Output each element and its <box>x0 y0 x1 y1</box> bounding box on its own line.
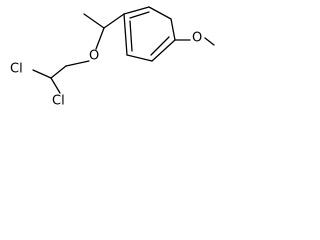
ring-bond-2 <box>148 6 172 20</box>
bond-benzylic-ring <box>103 13 125 29</box>
bond-oxygen-ch2 <box>65 60 90 67</box>
methoxy-oxygen-label: O <box>192 31 202 46</box>
chemical-structure: O O Cl Cl <box>10 6 215 109</box>
ring-bond-6 <box>123 13 128 56</box>
ether-oxygen-label: O <box>89 49 99 64</box>
bond-ch2-chcl2 <box>50 65 67 79</box>
bond-c-cl-2 <box>50 77 61 94</box>
bond-benzylic-oxygen <box>95 27 105 50</box>
ring-bond-3 <box>170 18 176 41</box>
ring-bond-1 <box>123 6 150 15</box>
bond-methyl-benzylic <box>83 13 105 29</box>
ring-double-bond-1 <box>129 11 150 19</box>
ring-double-bond-3 <box>129 20 133 52</box>
ring-double-bond-2 <box>150 36 170 56</box>
bond-c-cl-1 <box>32 69 52 79</box>
chlorine-label-2: Cl <box>52 94 65 109</box>
ring-bond-5 <box>126 54 153 62</box>
ring-bond-4 <box>151 39 176 62</box>
chlorine-label-1: Cl <box>10 62 23 77</box>
bond-methoxy-methyl <box>204 37 215 46</box>
